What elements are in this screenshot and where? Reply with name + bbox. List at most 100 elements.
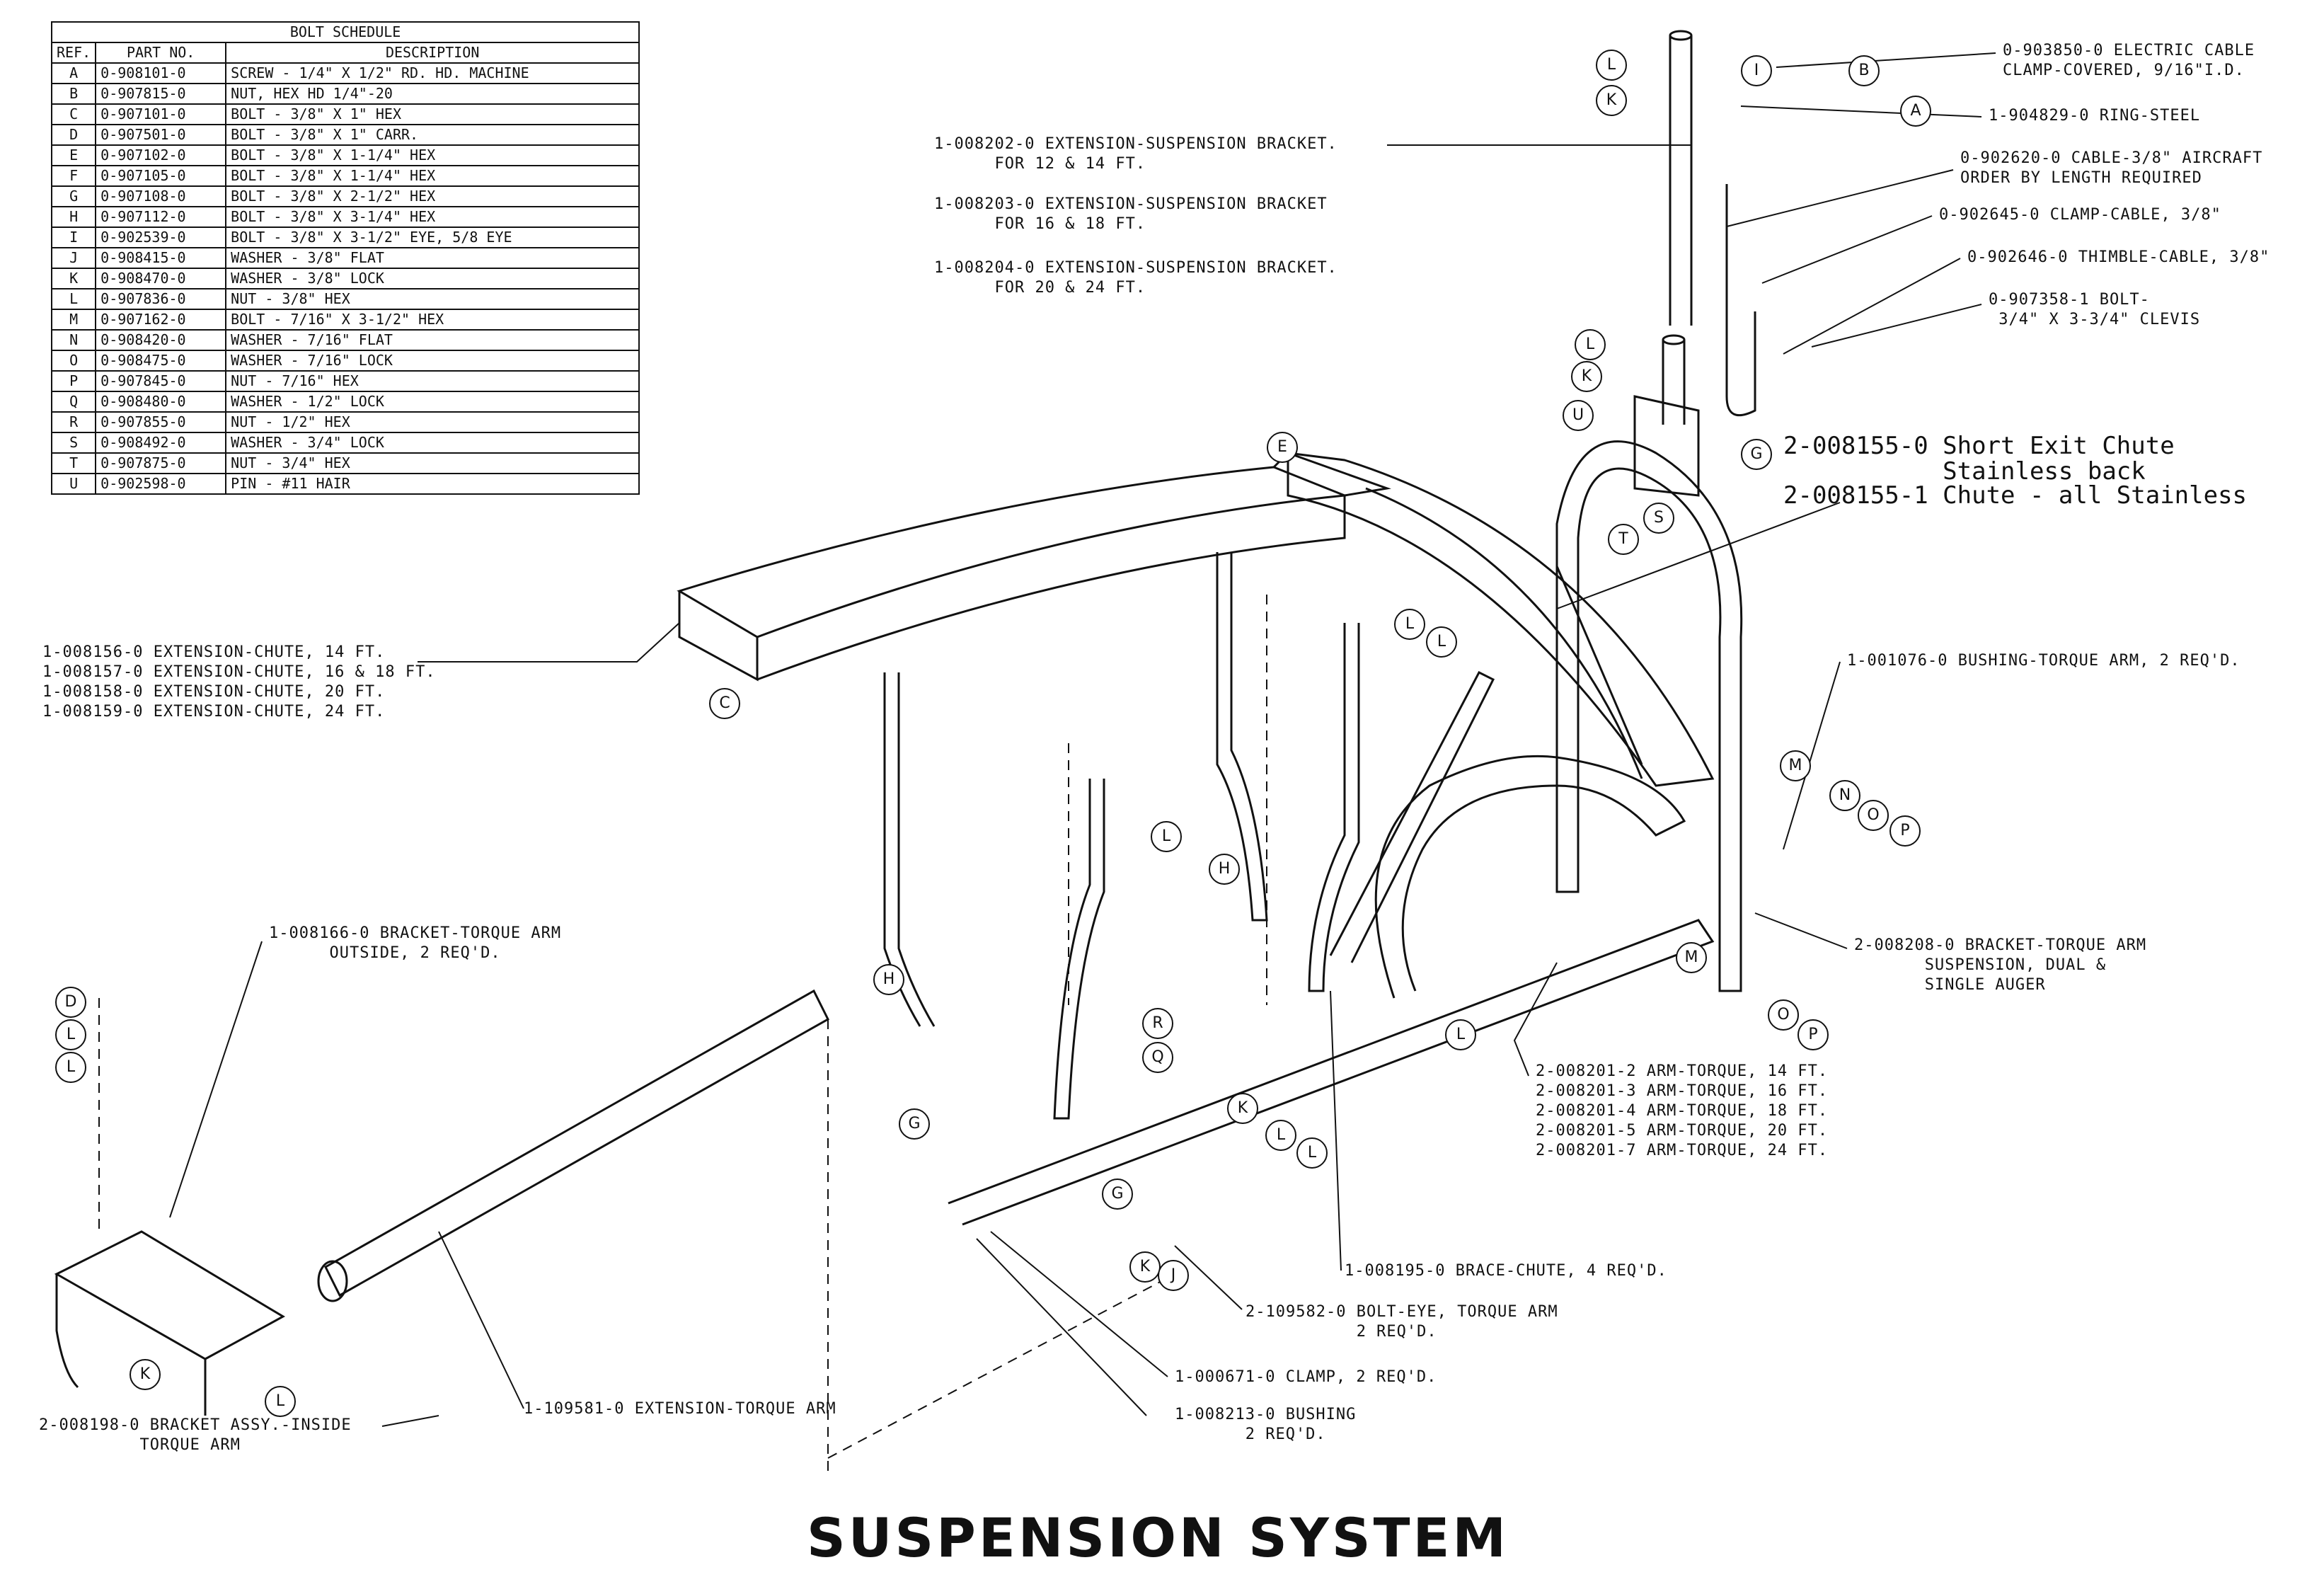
chute (1287, 452, 1715, 787)
bolt-cell-ref: M (50, 309, 97, 331)
label-cable: 0-902620-0 CABLE-3/8" AIRCRAFT ORDER BY … (1960, 149, 2263, 187)
callout-bubble: Q (1142, 1042, 1173, 1073)
callout-bubble: O (1768, 999, 1799, 1031)
extension-torque-arm-tube (317, 989, 829, 1302)
callout-bubble: U (1563, 400, 1594, 431)
bolt-cell-part: 0-907105-0 (95, 165, 227, 187)
bolt-cell-desc: NUT - 7/16" HEX (225, 370, 640, 392)
bolt-cell-ref: G (50, 185, 97, 207)
bolt-cell-part: 0-908420-0 (95, 329, 227, 351)
bolt-cell-desc: SCREW - 1/4" X 1/2" RD. HD. MACHINE (225, 62, 640, 84)
col-part: PART NO. (95, 42, 227, 64)
label-extension-chute: 1-008156-0 EXTENSION-CHUTE, 14 FT. 1-008… (42, 643, 436, 721)
callout-bubble: M (1676, 942, 1707, 973)
bolt-cell-part: 0-908475-0 (95, 350, 227, 372)
bolt-cell-desc: NUT - 3/8" HEX (225, 288, 640, 310)
bolt-cell-part: 0-907875-0 (95, 452, 227, 474)
brace-chute-straps (883, 552, 1360, 1120)
callout-bubble: E (1267, 432, 1298, 463)
bolt-cell-desc: NUT, HEX HD 1/4"-20 (225, 83, 640, 105)
bolt-schedule-table: BOLT SCHEDULE REF. PART NO. DESCRIPTION … (50, 21, 640, 495)
label-ext-bracket-12: 1-008202-0 EXTENSION-SUSPENSION BRACKET.… (934, 135, 1338, 173)
bolt-cell-desc: WASHER - 7/16" LOCK (225, 350, 640, 372)
callout-bubble: L (1575, 329, 1606, 360)
bolt-cell-desc: NUT - 3/4" HEX (225, 452, 640, 474)
callout-bubble: J (1158, 1260, 1189, 1291)
bolt-cell-desc: BOLT - 3/8" X 1" HEX (225, 103, 640, 125)
callout-bubble: M (1780, 750, 1811, 781)
bolt-cell-ref: A (50, 62, 97, 84)
bolt-cell-ref: B (50, 83, 97, 105)
torque-arm (948, 671, 1715, 1226)
inside-torque-arm-bracket (54, 1230, 286, 1416)
callout-bubble: D (55, 987, 86, 1018)
bolt-cell-ref: O (50, 350, 97, 372)
callout-bubble: L (55, 1019, 86, 1050)
callout-bubble: L (1265, 1120, 1296, 1151)
bolt-cell-ref: D (50, 124, 97, 146)
bolt-cell-ref: S (50, 432, 97, 454)
callout-bubble: H (1209, 854, 1240, 885)
callout-bubble: L (1426, 626, 1457, 658)
label-clevis: 0-907358-1 BOLT- 3/4" X 3-3/4" CLEVIS (1989, 291, 2201, 328)
label-ext-bracket-16: 1-008203-0 EXTENSION-SUSPENSION BRACKET … (934, 195, 1328, 233)
bolt-cell-desc: BOLT - 3/8" X 2-1/2" HEX (225, 185, 640, 207)
leader-lines (169, 52, 1996, 1427)
bolt-cell-part: 0-907815-0 (95, 83, 227, 105)
bolt-cell-part: 0-907101-0 (95, 103, 227, 125)
label-bracket-suspension: 2-008208-0 BRACKET-TORQUE ARM SUSPENSION… (1854, 936, 2147, 994)
bolt-schedule-caption: BOLT SCHEDULE (50, 21, 640, 43)
callout-bubble: G (1741, 439, 1772, 470)
label-cable-clamp: 0-903850-0 ELECTRIC CABLE CLAMP-COVERED,… (2003, 42, 2255, 79)
bolt-cell-ref: E (50, 144, 97, 166)
bolt-cell-ref: K (50, 268, 97, 289)
bolt-cell-desc: WASHER - 1/2" LOCK (225, 391, 640, 413)
label-brace-chute: 1-008195-0 BRACE-CHUTE, 4 REQ'D. (1345, 1262, 1667, 1280)
bolt-cell-ref: N (50, 329, 97, 351)
label-extension-torque: 1-109581-0 EXTENSION-TORQUE ARM (524, 1400, 836, 1418)
callout-bubble: L (55, 1052, 86, 1083)
callout-bubble: L (1394, 609, 1425, 640)
label-bushing-torque: 1-001076-0 BUSHING-TORQUE ARM, 2 REQ'D. (1847, 652, 2240, 670)
label-arm-torque: 2-008201-2 ARM-TORQUE, 14 FT. 2-008201-3… (1536, 1062, 1829, 1159)
callout-bubble: G (899, 1108, 930, 1140)
bolt-cell-part: 0-907836-0 (95, 288, 227, 310)
bolt-cell-ref: J (50, 247, 97, 269)
bolt-cell-desc: BOLT - 3/8" X 3-1/4" HEX (225, 206, 640, 228)
label-ring: 1-904829-0 RING-STEEL (1989, 107, 2201, 125)
callout-bubble: B (1848, 55, 1880, 86)
label-bolt-eye: 2-109582-0 BOLT-EYE, TORQUE ARM 2 REQ'D. (1246, 1303, 1558, 1341)
bolt-cell-desc: WASHER - 7/16" FLAT (225, 329, 640, 351)
callout-bubble: A (1900, 96, 1931, 127)
bolt-cell-desc: BOLT - 3/8" X 1" CARR. (225, 124, 640, 146)
callout-bubble: T (1608, 524, 1639, 555)
label-bracket-outside: 1-008166-0 BRACKET-TORQUE ARM OUTSIDE, 2… (269, 924, 562, 962)
callout-bubble: S (1643, 503, 1674, 534)
callout-bubble: C (709, 688, 740, 719)
callout-bubble: O (1858, 800, 1889, 831)
label-bracket-inside: 2-008198-0 BRACKET ASSY.-INSIDE TORQUE A… (39, 1416, 352, 1454)
callout-bubble: K (130, 1359, 161, 1390)
bolt-cell-ref: R (50, 411, 97, 433)
bolt-cell-ref: Q (50, 391, 97, 413)
bolt-cell-part: 0-902598-0 (95, 473, 227, 495)
bolt-cell-part: 0-902539-0 (95, 226, 227, 248)
bolt-cell-ref: H (50, 206, 97, 228)
bolt-cell-part: 0-908101-0 (95, 62, 227, 84)
bolt-cell-ref: I (50, 226, 97, 248)
callout-bubble: K (1571, 361, 1602, 392)
extension-chute (677, 452, 1391, 682)
bolt-cell-ref: T (50, 452, 97, 474)
